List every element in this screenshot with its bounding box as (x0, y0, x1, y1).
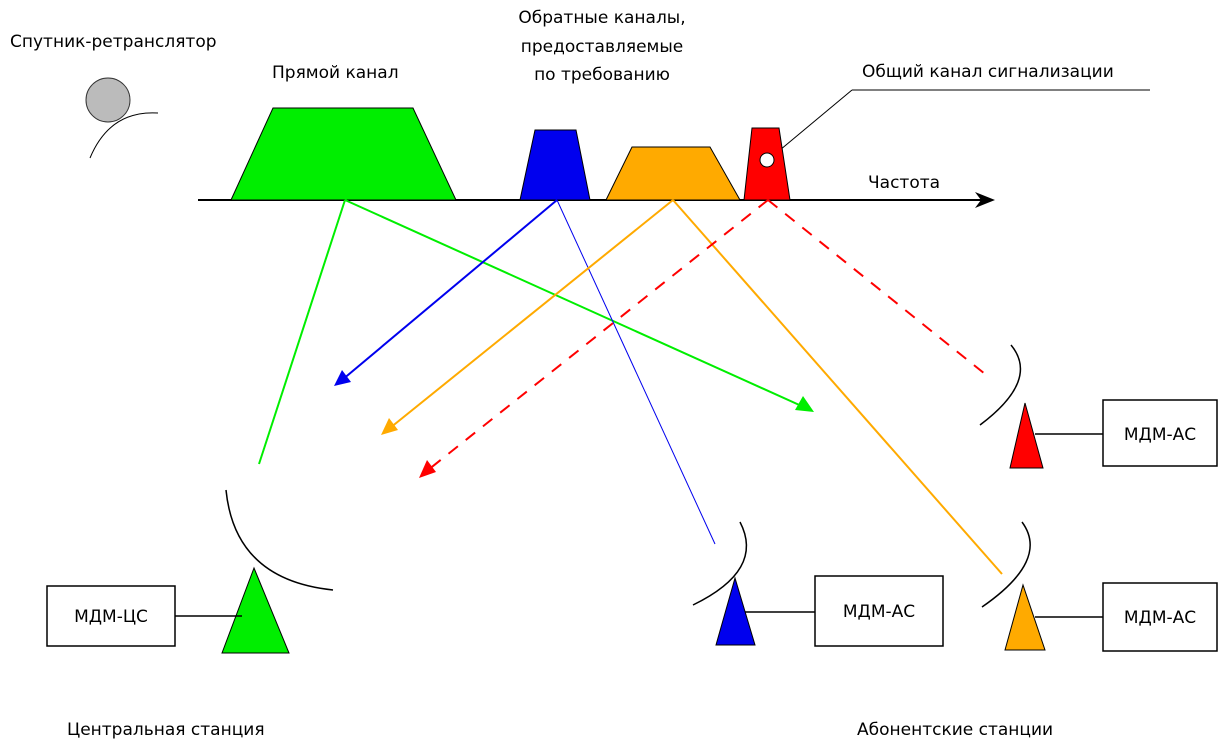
return-channels-label-line1: Обратные каналы, (518, 8, 685, 28)
links (258, 199, 1003, 575)
return-channel-blue-spectrum (519, 129, 591, 201)
subscriber-stations-label: Абонентские станции (857, 720, 1053, 740)
frequency-label: Частота (868, 173, 940, 193)
subscriber-right-modem-box (1102, 582, 1218, 652)
central-station: МДМ-ЦС (46, 489, 334, 654)
return-orange-uplink-line (672, 199, 1003, 575)
return-channels-label-line2: предоставляемые (521, 37, 683, 57)
forward-channel-label: Прямой канал (272, 63, 399, 83)
subscriber-top-dish-icon (979, 344, 1022, 426)
central-dish-icon (225, 489, 334, 591)
return-blue-uplink-line (556, 199, 716, 545)
return-blue-arrow-icon (334, 370, 351, 386)
signaling-arrow-icon (419, 460, 436, 478)
return-blue-downlink-line (341, 199, 558, 381)
return-orange-downlink-line (389, 199, 674, 429)
forward-downlink-line (344, 199, 807, 409)
subscriber-mid-dish-icon (692, 521, 748, 606)
central-antenna-icon (221, 566, 290, 654)
frequency-arrow-icon (975, 192, 995, 208)
subscriber-station-mid: МДМ-АС (692, 521, 944, 647)
subscriber-station-right: МДМ-АС (981, 521, 1218, 652)
subscriber-mid-modem-label: МДМ-АС (843, 602, 915, 622)
subscriber-top-modem-box (1102, 399, 1218, 467)
subscriber-right-modem-label: МДМ-АС (1124, 608, 1196, 628)
central-modem-label: МДМ-ЦС (74, 607, 148, 627)
subscriber-right-antenna-icon (1004, 583, 1046, 651)
subscriber-station-top: МДМ-АС (979, 344, 1218, 469)
forward-downlink-arrow-icon (795, 396, 814, 412)
return-channel-orange-spectrum (605, 146, 741, 201)
forward-uplink-line (258, 199, 346, 465)
satellite-label: Спутник-ретранслятор (10, 32, 217, 52)
signaling-marker-icon (759, 152, 775, 168)
subscriber-top-modem-label: МДМ-АС (1124, 425, 1196, 445)
forward-channel-spectrum (230, 107, 457, 201)
central-modem-box (46, 585, 176, 647)
subscriber-right-dish-icon (981, 521, 1031, 608)
central-station-label: Центральная станция (67, 720, 265, 740)
satellite-icon (85, 77, 159, 159)
return-channels-label-line3: по требованию (534, 65, 670, 85)
signaling-uplink-line (767, 199, 991, 379)
signaling-downlink-line (427, 199, 769, 471)
return-orange-arrow-icon (381, 418, 398, 435)
subscriber-top-antenna-icon (1009, 402, 1044, 469)
signaling-channel-label: Общий канал сигнализации (862, 62, 1114, 82)
subscriber-mid-modem-box (814, 575, 944, 647)
